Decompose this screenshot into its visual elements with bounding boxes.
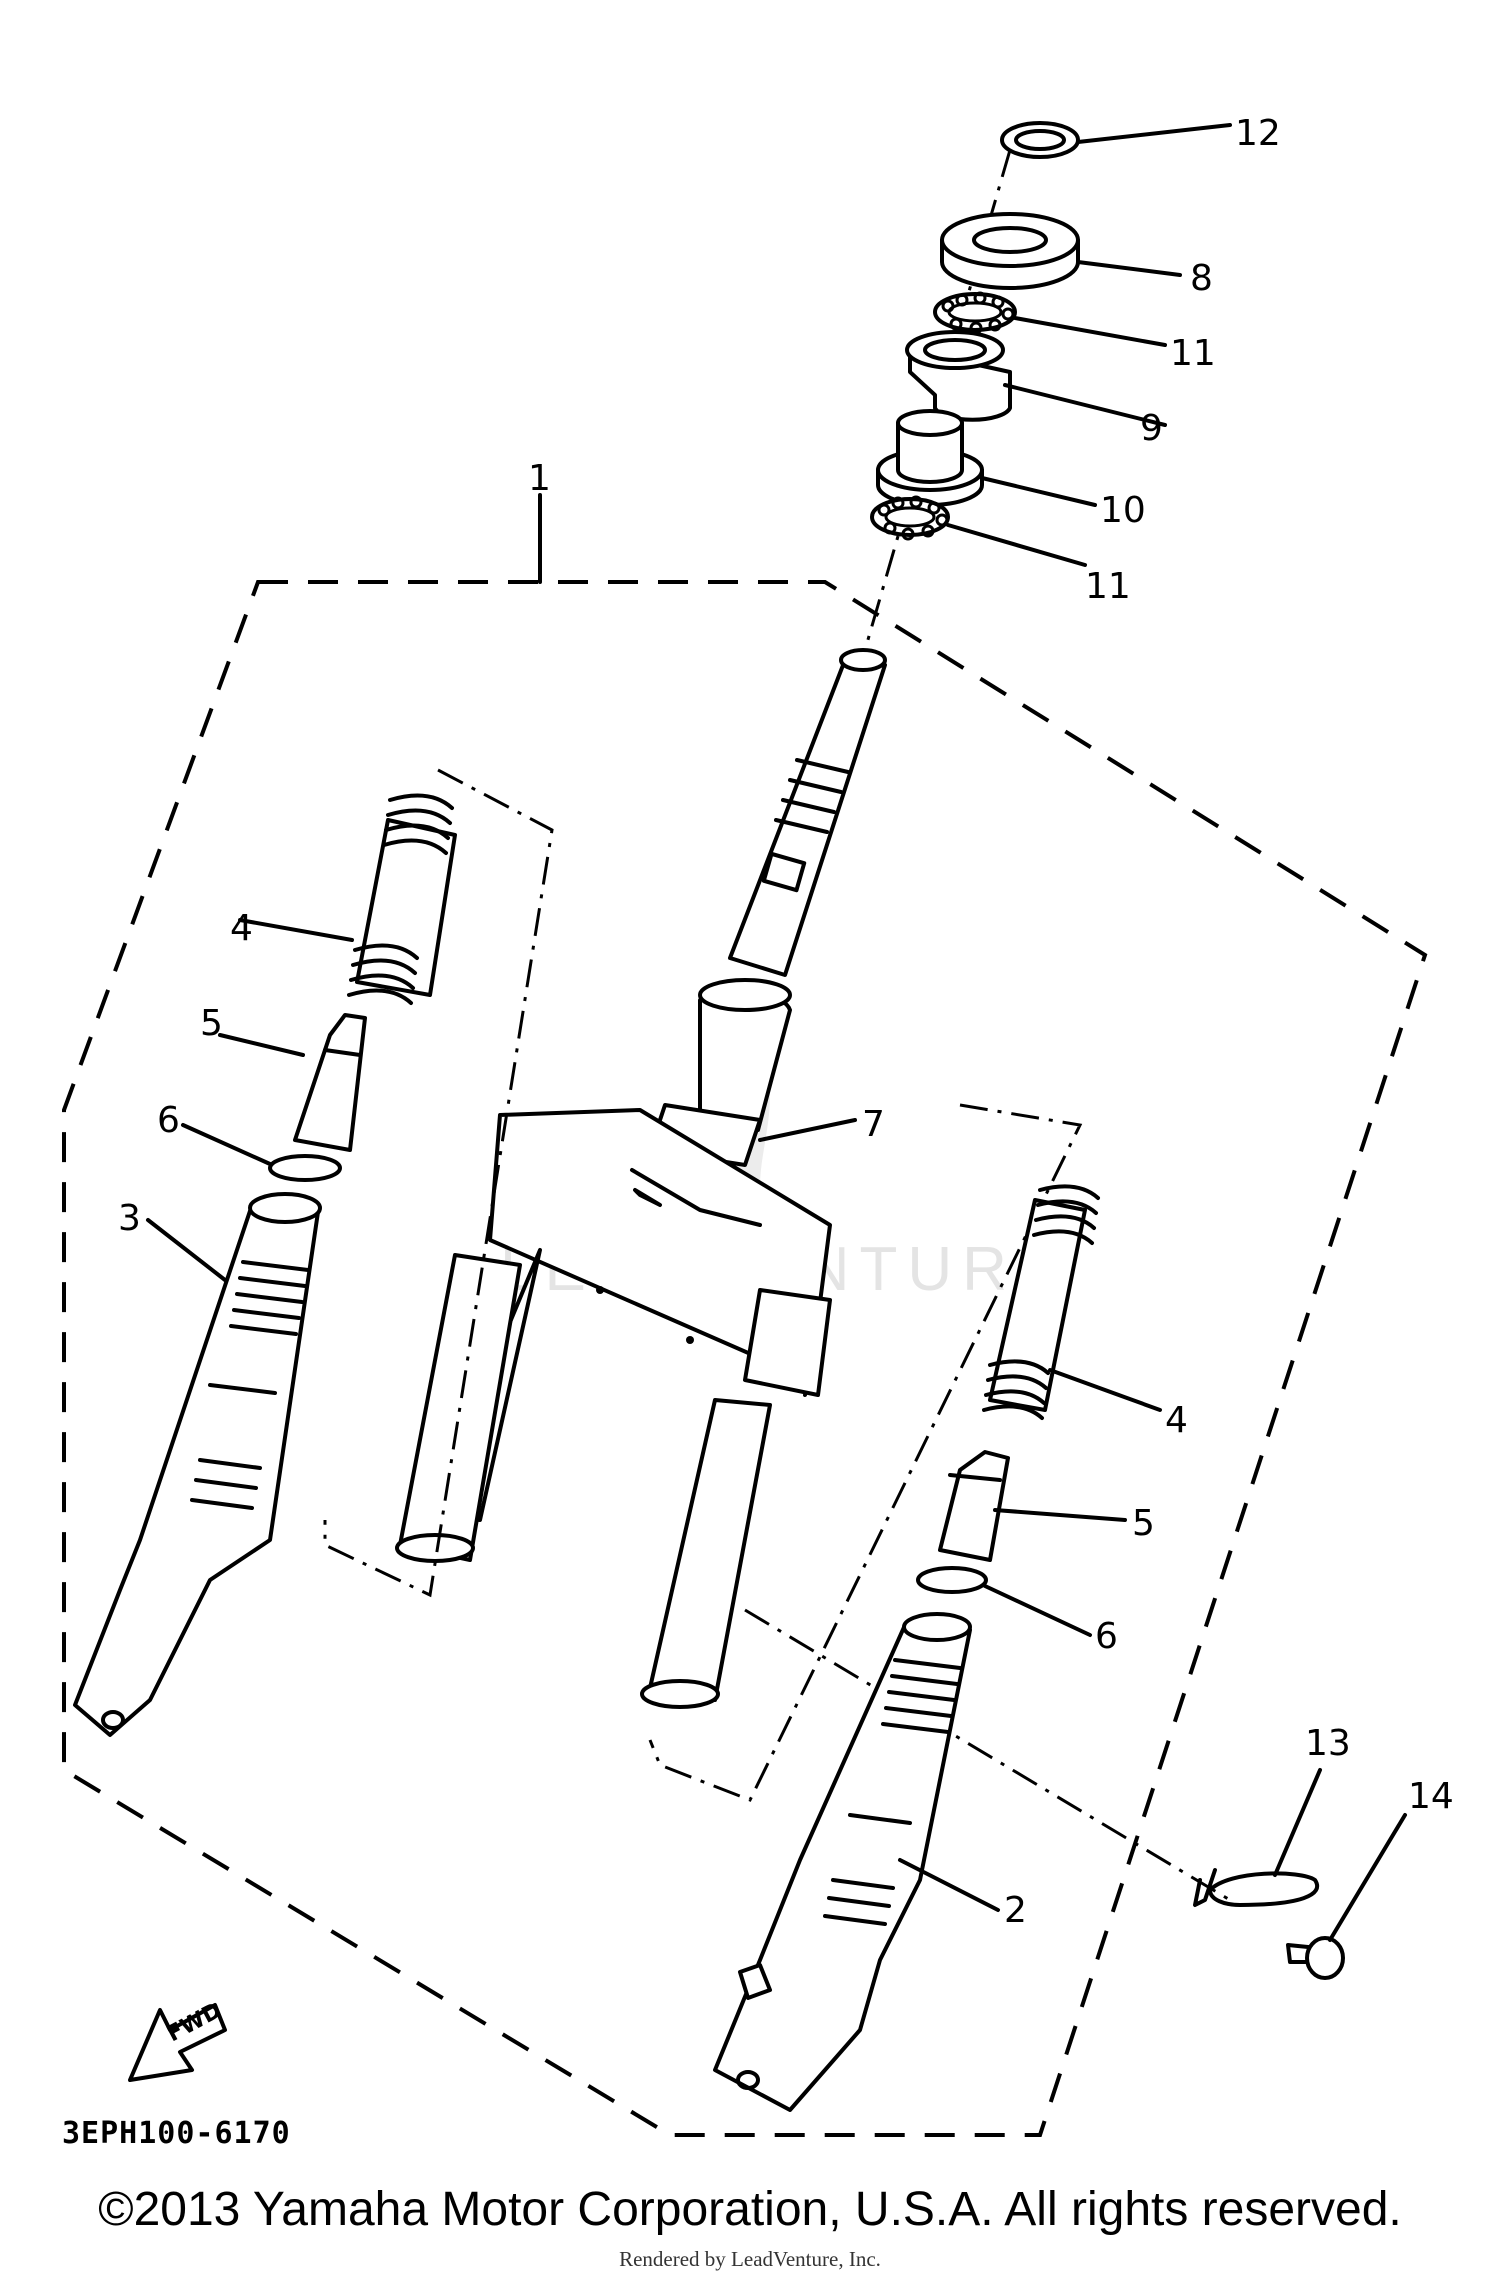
callout-5-left: 5 — [200, 1003, 223, 1044]
callout-14: 14 — [1408, 1776, 1454, 1817]
spring-4-left — [238, 793, 457, 1005]
callout-8: 8 — [1190, 258, 1213, 299]
callout-13: 13 — [1305, 1723, 1351, 1764]
callout-6-left: 6 — [157, 1100, 180, 1141]
guide-line-bolt — [744, 1608, 1231, 1902]
part-code: 3EPH100-6170 — [62, 2116, 291, 2151]
spring-seat-5-left — [218, 1013, 367, 1152]
rendered-by-notice: Rendered by LeadVenture, Inc. — [619, 2247, 881, 2271]
ring-nut-12 — [1000, 121, 1232, 159]
bearing-race-8 — [940, 212, 1182, 290]
o-ring-6-right — [916, 1566, 1092, 1637]
guide-line-right — [648, 1103, 1083, 1802]
fork-tube-2-right — [713, 1612, 1000, 2112]
callout-9: 9 — [1140, 408, 1163, 449]
callout-2: 2 — [1004, 1890, 1027, 1931]
callout-4-left: 4 — [230, 908, 253, 949]
callout-4-right: 4 — [1165, 1400, 1188, 1441]
lower-bracket-7 — [395, 978, 857, 1709]
bearing-cone-10 — [876, 409, 1097, 507]
callout-3: 3 — [118, 1198, 141, 1239]
callout-11-upper: 11 — [1170, 333, 1216, 374]
callout-11-lower: 11 — [1085, 566, 1131, 607]
callout-12: 12 — [1235, 113, 1281, 154]
forward-direction-arrow: FWD — [128, 1998, 227, 2082]
steering-stem-upper — [728, 648, 887, 977]
guide-line-left — [323, 768, 554, 1598]
callout-6-right: 6 — [1095, 1616, 1118, 1657]
callout-1: 1 — [528, 458, 551, 499]
o-ring-6-left — [181, 1123, 342, 1182]
ball-bearing-11-lower — [870, 495, 1087, 567]
ball-bearing-11-upper — [933, 291, 1167, 347]
callout-10: 10 — [1100, 490, 1146, 531]
bearing-cone-9 — [905, 330, 1167, 427]
bolt-14 — [1286, 1813, 1407, 1980]
clip-13 — [1193, 1768, 1322, 1907]
callout-7: 7 — [862, 1104, 885, 1145]
spring-seat-5-right — [938, 1450, 1127, 1562]
copyright-notice: ©2013 Yamaha Motor Corporation, U.S.A. A… — [98, 2183, 1402, 2236]
fork-tube-3-left — [73, 1192, 322, 1737]
spring-4-right — [982, 1184, 1162, 1420]
callout-numbers: 1 2 3 4 4 5 5 6 6 7 8 9 10 11 11 12 13 1… — [118, 113, 1454, 1931]
callout-5-right: 5 — [1132, 1503, 1155, 1544]
